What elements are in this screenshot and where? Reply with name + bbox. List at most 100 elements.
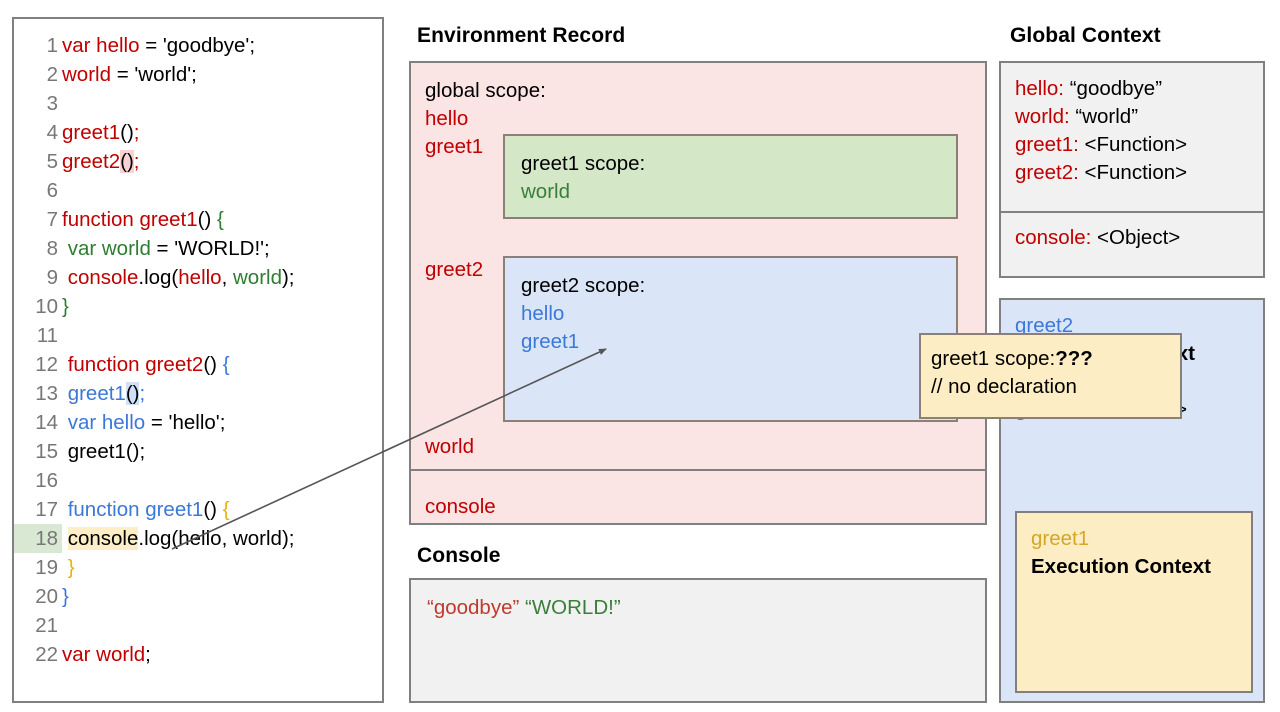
greet1-scope-binding-world: world xyxy=(521,180,570,203)
code-token: hello xyxy=(178,266,222,289)
global-context-key: hello: xyxy=(1015,77,1065,100)
global-context-row: world: “world” xyxy=(1015,105,1138,129)
environment-record-divider xyxy=(411,469,985,471)
greet1-scope-title: greet1 scope: xyxy=(521,152,646,175)
code-token: () xyxy=(120,150,134,173)
code-line-number: 2 xyxy=(46,63,58,86)
code-token: function greet1 xyxy=(62,208,198,231)
code-line-number: 9 xyxy=(46,266,58,289)
global-binding-greet1: greet1 xyxy=(425,135,484,158)
code-line[interactable]: 12 function greet2() { xyxy=(14,350,382,379)
code-line-number: 19 xyxy=(35,556,58,579)
code-token: } xyxy=(67,556,75,579)
code-line[interactable]: 19 } xyxy=(14,553,382,582)
greet2-scope-box: greet2 scope: hello greet1 xyxy=(503,256,958,422)
global-context-panel: hello: “goodbye” world: “world” greet1: … xyxy=(999,61,1265,278)
code-token: } xyxy=(62,295,69,318)
global-binding-greet2: greet2 xyxy=(425,258,484,281)
code-line-number: 17 xyxy=(35,498,58,521)
global-context-key: world: xyxy=(1015,105,1070,128)
code-line-number: 20 xyxy=(35,585,58,608)
code-line[interactable]: 11 xyxy=(14,321,382,350)
global-context-row: greet2: <Function> xyxy=(1015,161,1187,185)
greet1-inner-scope-line2: // no declaration xyxy=(931,375,1077,398)
greet1-inner-scope-emphasis: ??? xyxy=(1055,347,1093,370)
code-token: { xyxy=(222,498,230,521)
greet2-execution-context-name: greet2 xyxy=(1015,314,1074,337)
code-line[interactable]: 14 var hello = 'hello'; xyxy=(14,408,382,437)
code-token: greet1(); xyxy=(62,440,146,463)
console-panel: “goodbye” “WORLD!” xyxy=(409,578,987,703)
code-token: () xyxy=(203,498,223,521)
code-token: .log(hello, world); xyxy=(138,527,295,550)
global-context-divider xyxy=(1001,211,1263,213)
code-line[interactable]: 13 greet1(); xyxy=(14,379,382,408)
code-line[interactable]: 8 var world = 'WORLD!'; xyxy=(14,234,382,263)
console-output-line: “goodbye” “WORLD!” xyxy=(427,596,621,620)
code-token: greet1 xyxy=(62,121,121,144)
global-binding-console: console xyxy=(425,495,496,518)
greet1-inner-scope-callout: greet1 scope:??? // no declaration xyxy=(919,333,1182,419)
code-token: var hello xyxy=(62,34,140,57)
code-token: console xyxy=(67,266,139,289)
code-token: } xyxy=(62,585,69,608)
code-line[interactable]: 16 xyxy=(14,466,382,495)
code-token: = 'hello'; xyxy=(145,411,226,434)
code-token: world xyxy=(62,63,111,86)
code-token: { xyxy=(222,353,230,376)
code-line[interactable]: 9 console.log(hello, world); xyxy=(14,263,382,292)
code-line-number: 11 xyxy=(36,324,58,347)
code-token: = 'world'; xyxy=(111,63,197,86)
global-context-row: greet1: <Function> xyxy=(1015,133,1187,157)
code-line[interactable]: 21 xyxy=(14,611,382,640)
environment-record-panel: global scope: hello greet1 greet2 world … xyxy=(409,61,1182,525)
global-context-key: console: xyxy=(1015,226,1092,249)
global-scope-label: global scope: xyxy=(425,79,546,102)
code-line[interactable]: 15 greet1(); xyxy=(14,437,382,466)
code-line-number: 1 xyxy=(46,34,58,57)
greet1-inner-scope-line1: greet1 scope:??? xyxy=(931,345,1093,373)
code-line-number: 10 xyxy=(35,295,58,318)
code-line-number: 6 xyxy=(46,179,58,202)
code-line[interactable]: 10} xyxy=(14,292,382,321)
greet1-execution-context-panel: greet1 Execution Context xyxy=(1015,511,1253,693)
code-line-number: 12 xyxy=(35,353,58,376)
greet1-execution-context-name: greet1 xyxy=(1031,527,1090,550)
code-line-number: 16 xyxy=(35,469,58,492)
global-binding-world: world xyxy=(425,435,474,458)
environment-record-title: Environment Record xyxy=(417,24,626,47)
greet1-execution-context-label: Execution Context xyxy=(1031,555,1211,578)
code-line[interactable]: 3 xyxy=(14,89,382,118)
code-line-number: 4 xyxy=(46,121,58,144)
code-line[interactable]: 20} xyxy=(14,582,382,611)
code-token: ; xyxy=(133,150,140,173)
code-token: ; xyxy=(139,382,146,405)
code-line[interactable]: 18 console.log(hello, world); xyxy=(14,524,382,553)
global-context-console-row: console: <Object> xyxy=(1015,226,1180,250)
global-binding-hello: hello xyxy=(425,107,469,130)
global-context-title: Global Context xyxy=(1010,24,1161,47)
code-line-number: 22 xyxy=(35,643,58,666)
code-token: ; xyxy=(133,121,140,144)
global-context-value: <Object> xyxy=(1091,226,1181,249)
global-context-value: “world” xyxy=(1069,105,1139,128)
code-line[interactable]: 6 xyxy=(14,176,382,205)
global-context-value: “goodbye” xyxy=(1064,77,1163,100)
code-line-number: 5 xyxy=(46,150,58,173)
greet2-scope-binding-hello: hello xyxy=(521,302,565,325)
code-line[interactable]: 17 function greet1() { xyxy=(14,495,382,524)
code-token: ); xyxy=(281,266,295,289)
global-context-value: <Function> xyxy=(1078,133,1188,156)
greet2-scope-binding-greet1: greet1 xyxy=(521,330,580,353)
code-line-number: 21 xyxy=(35,614,58,637)
global-context-key: greet2: xyxy=(1015,161,1079,184)
console-output-token: “goodbye” xyxy=(427,596,520,619)
